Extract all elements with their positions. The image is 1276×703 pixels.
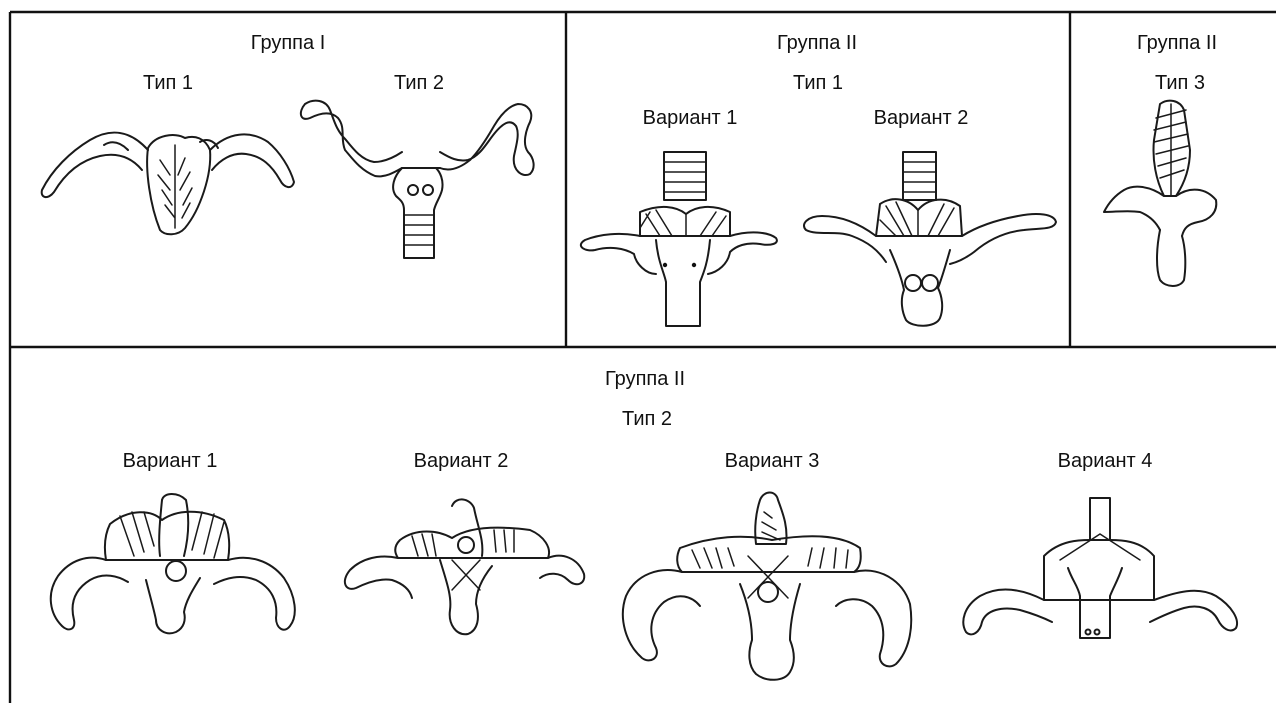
ram-figurine-g2-t3 [1104,101,1216,286]
ram-figurine-g2-t1-v2 [804,152,1056,326]
ram-figurine-g1-t1 [42,133,294,235]
ram-figurine-b-v3 [623,493,911,680]
ram-figurine-b-v2 [345,499,584,634]
ram-figurine-b-v1 [51,494,295,633]
ram-figurine-b-v4 [963,498,1237,638]
ram-figurine-g2-t1-v1 [581,152,777,326]
ram-figurine-g1-t2 [301,101,534,258]
